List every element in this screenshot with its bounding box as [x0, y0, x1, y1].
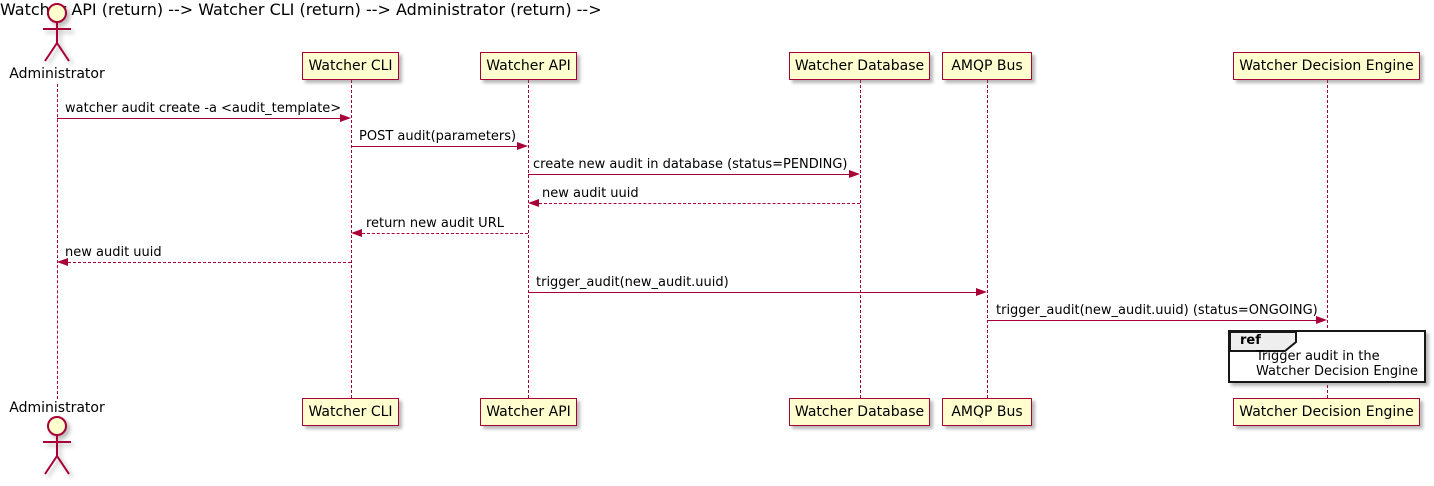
arrowhead-left-icon — [57, 258, 68, 266]
message-3-line — [528, 174, 849, 175]
lifeline-watcher-database — [860, 80, 861, 398]
participant-watcher-database-top: Watcher Database — [789, 52, 930, 80]
message-6-line — [68, 262, 351, 263]
participant-watcher-cli-top: Watcher CLI — [302, 52, 399, 80]
participant-watcher-cli-bottom: Watcher CLI — [302, 398, 399, 426]
participant-label: Watcher Decision Engine — [1239, 58, 1414, 74]
participant-label: Watcher Database — [794, 58, 925, 74]
arrowhead-right-icon — [976, 288, 987, 296]
message-7-label: trigger_audit(new_audit.uuid) — [536, 275, 729, 290]
participant-watcher-decision-engine-top: Watcher Decision Engine — [1233, 52, 1420, 80]
participant-label: AMQP Bus — [951, 404, 1023, 420]
participant-watcher-api-top: Watcher API — [480, 52, 577, 80]
participant-label: Watcher CLI — [308, 404, 393, 420]
ref-text-line2: Watcher Decision Engine — [1256, 364, 1418, 379]
message-3-label: create new audit in database (status=PEN… — [533, 157, 848, 172]
ref-fragment: ref Trigger audit in the Watcher Decisio… — [1228, 330, 1426, 383]
message-6-label: new audit uuid — [65, 245, 162, 260]
message-5-line — [362, 233, 528, 234]
participant-amqp-bus-bottom: AMQP Bus — [942, 398, 1032, 426]
actor-icon — [43, 416, 71, 475]
message-8-line — [987, 320, 1316, 321]
actor-icon — [43, 3, 71, 62]
lifeline-watcher-api — [528, 80, 529, 398]
participant-watcher-api-bottom: Watcher API — [480, 398, 577, 426]
actor-administrator-bottom: Administrator — [9, 400, 105, 416]
message-1-label: watcher audit create -a <audit_template> — [65, 101, 342, 116]
ref-tag-label: ref — [1240, 333, 1261, 348]
ref-text-line1: Trigger audit in the — [1256, 349, 1380, 364]
lifeline-administrator — [57, 84, 58, 399]
ref-text: Trigger audit in the Watcher Decision En… — [1256, 349, 1418, 379]
participant-watcher-database-bottom: Watcher Database — [789, 398, 930, 426]
message-4-label: new audit uuid — [542, 186, 639, 201]
participant-label: Watcher API — [486, 404, 571, 420]
message-4-line — [539, 203, 860, 204]
participant-label: AMQP Bus — [951, 58, 1023, 74]
arrowhead-right-icon — [340, 114, 351, 122]
lifeline-watcher-cli — [351, 80, 352, 398]
arrowhead-left-icon — [351, 229, 362, 237]
participant-label: Watcher Decision Engine — [1239, 404, 1414, 420]
participant-watcher-decision-engine-bottom: Watcher Decision Engine — [1233, 398, 1420, 426]
participant-label: Watcher CLI — [308, 58, 393, 74]
actor-administrator-top: Administrator — [9, 66, 105, 82]
participant-label: Watcher Database — [794, 404, 925, 420]
arrowhead-right-icon — [1316, 316, 1327, 324]
message-5-label: return new audit URL — [366, 216, 504, 231]
arrowhead-right-icon — [517, 142, 528, 150]
message-2-label: POST audit(parameters) — [359, 129, 517, 144]
message-1-line — [57, 118, 340, 119]
ref-tab — [1229, 331, 1297, 352]
message-2-line — [351, 146, 517, 147]
lifeline-watcher-decision-engine — [1327, 80, 1328, 398]
message-7-line — [528, 292, 976, 293]
arrowhead-right-icon — [849, 170, 860, 178]
arrowhead-left-icon — [528, 199, 539, 207]
message-8-label: trigger_audit(new_audit.uuid) (status=ON… — [996, 303, 1318, 318]
participant-label: Watcher API — [486, 58, 571, 74]
participant-amqp-bus-top: AMQP Bus — [942, 52, 1032, 80]
lifeline-amqp-bus — [987, 80, 988, 398]
